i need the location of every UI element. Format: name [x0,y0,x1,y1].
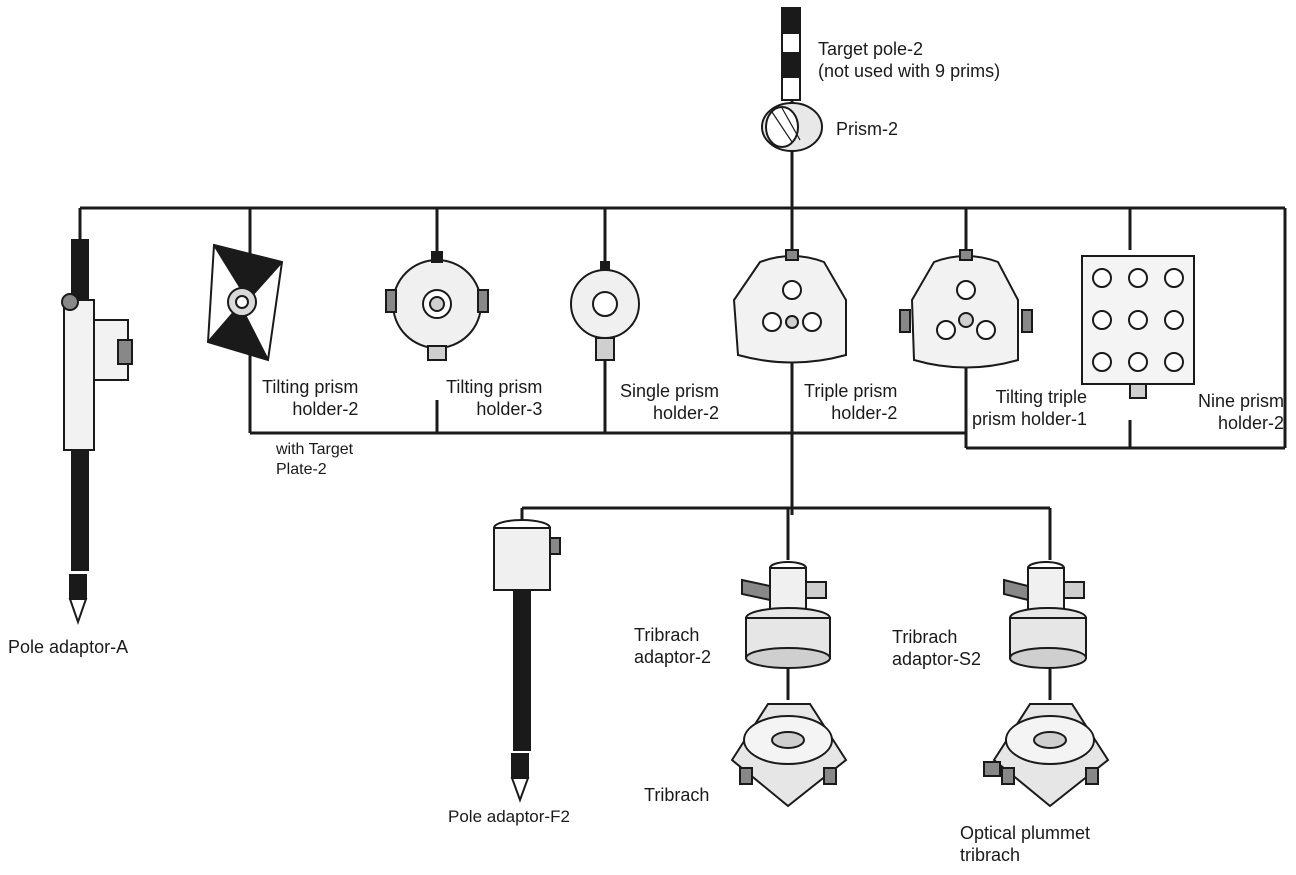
triple-prism-holder-label: Triple prism holder-2 [804,380,897,424]
tribrach-adaptor-s2-label: Tribrach adaptor-S2 [892,626,981,670]
nine-prism-holder-label: Nine prism holder-2 [1198,390,1284,434]
prism-label: Prism-2 [836,118,898,140]
triple-prism-holder-icon [734,250,846,363]
tilting-triple-prism-holder-label: Tilting triple prism holder-1 [972,386,1087,430]
single-prism-holder-label: Single prism holder-2 [620,380,719,424]
pole-adaptor-a-label: Pole adaptor-A [8,636,128,658]
tribrach-icon [732,704,846,806]
target-pole-label: Target pole-2 (not used with 9 prims) [818,38,1000,82]
tilting-prism-holder-2-icon [208,245,282,360]
nine-prism-holder-icon [1082,256,1194,398]
optical-plummet-tribrach-label: Optical plummet tribrach [960,822,1090,866]
pole-adaptor-f2-label: Pole adaptor-F2 [448,806,570,828]
tribrach-label: Tribrach [644,784,709,806]
with-target-plate-label: with Target Plate-2 [276,440,353,480]
target-pole-icon [782,8,800,100]
tribrach-adaptor-2-label: Tribrach adaptor-2 [634,624,711,668]
optical-plummet-tribrach-icon [984,704,1108,806]
single-prism-holder-icon [571,262,639,360]
pole-adaptor-f2-icon [494,520,560,800]
pole-adaptor-a-icon [62,240,132,622]
prism-icon [762,103,822,151]
tribrach-adaptor-s2-icon [1004,562,1086,668]
tribrach-adaptor-2-icon [742,562,830,668]
tilting-prism-holder-3-icon [386,252,488,360]
tilting-prism-holder-2-label: Tilting prism holder-2 [262,376,358,420]
tilting-prism-holder-3-label: Tilting prism holder-3 [446,376,542,420]
tilting-triple-prism-holder-icon [900,250,1032,368]
